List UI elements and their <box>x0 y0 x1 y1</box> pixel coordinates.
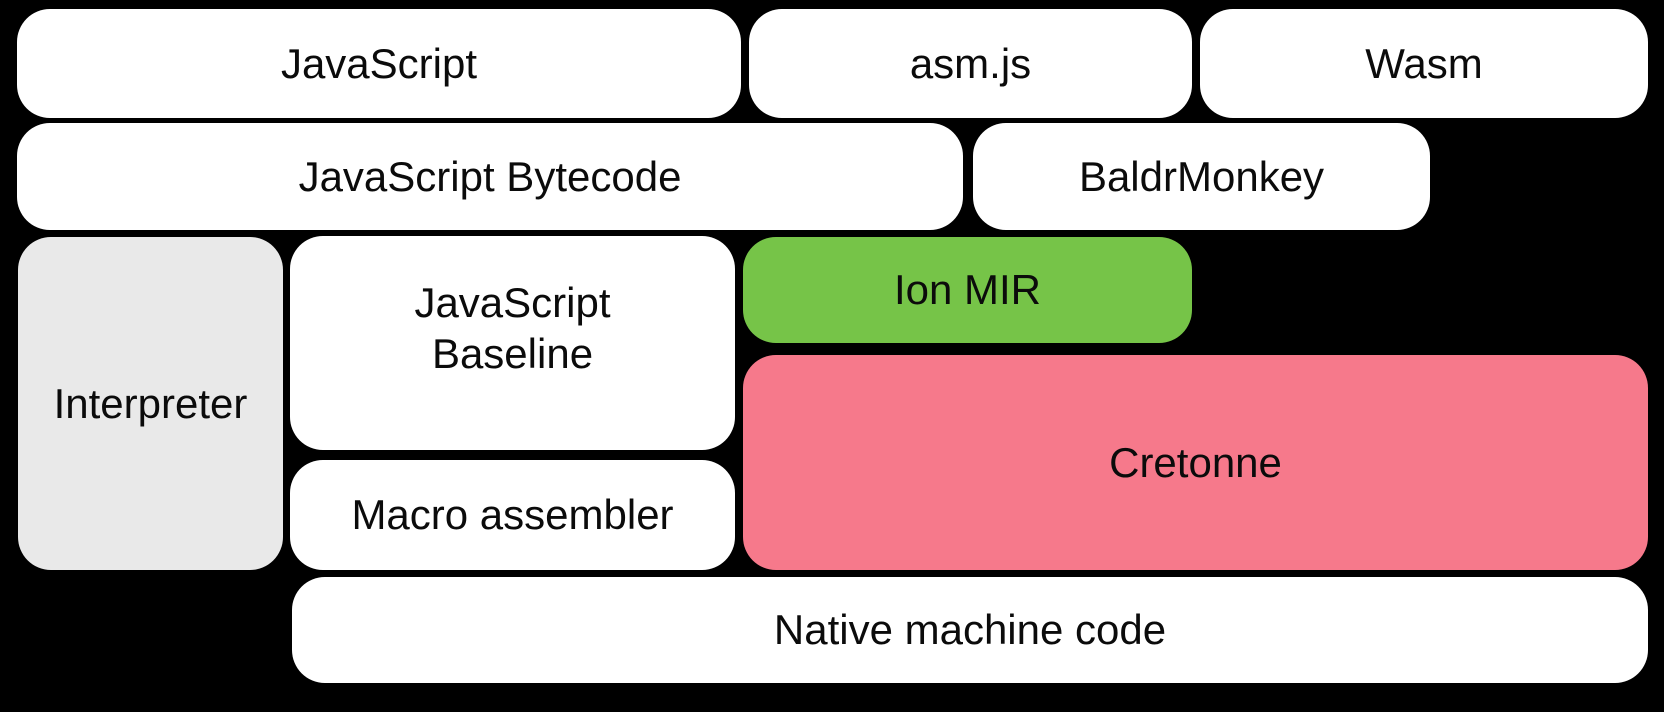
node-wasm: Wasm <box>1200 9 1648 118</box>
node-javascript: JavaScript <box>17 9 741 118</box>
node-macro-assembler: Macro assembler <box>290 460 735 570</box>
node-cretonne: Cretonne <box>743 355 1648 570</box>
node-ion-mir: Ion MIR <box>743 237 1192 343</box>
node-javascript-bytecode: JavaScript Bytecode <box>17 123 963 230</box>
node-asm-js: asm.js <box>749 9 1192 118</box>
node-native-machine-code: Native machine code <box>292 577 1648 683</box>
node-interpreter: Interpreter <box>18 237 283 570</box>
node-baldrmonkey: BaldrMonkey <box>973 123 1430 230</box>
node-javascript-baseline: JavaScript Baseline <box>290 236 735 450</box>
